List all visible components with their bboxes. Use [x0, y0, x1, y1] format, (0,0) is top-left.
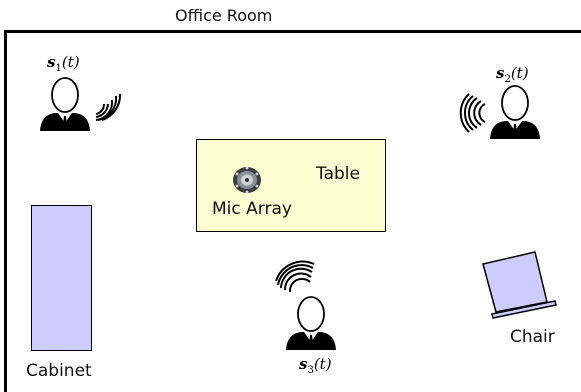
person-icon — [40, 77, 90, 131]
mic-array-label: Mic Array — [212, 199, 292, 219]
speaker-2-label: s2(t) — [496, 64, 529, 85]
table-label: Table — [316, 164, 360, 184]
person-icon — [286, 296, 336, 350]
speaker-3-label: s3(t) — [299, 355, 332, 376]
chair — [482, 251, 557, 319]
cabinet — [31, 205, 92, 351]
person-icon — [490, 85, 540, 139]
speaker-1-label: s1(t) — [47, 53, 80, 74]
sound-waves-icon — [459, 93, 486, 133]
table — [196, 139, 386, 232]
chair-label: Chair — [510, 327, 555, 347]
room-walls — [4, 30, 581, 392]
sound-waves-icon — [95, 93, 122, 121]
sound-waves-icon — [275, 260, 315, 293]
room-title: Office Room — [175, 6, 273, 25]
microphone-array-icon — [233, 166, 261, 194]
cabinet-label: Cabinet — [26, 361, 92, 381]
